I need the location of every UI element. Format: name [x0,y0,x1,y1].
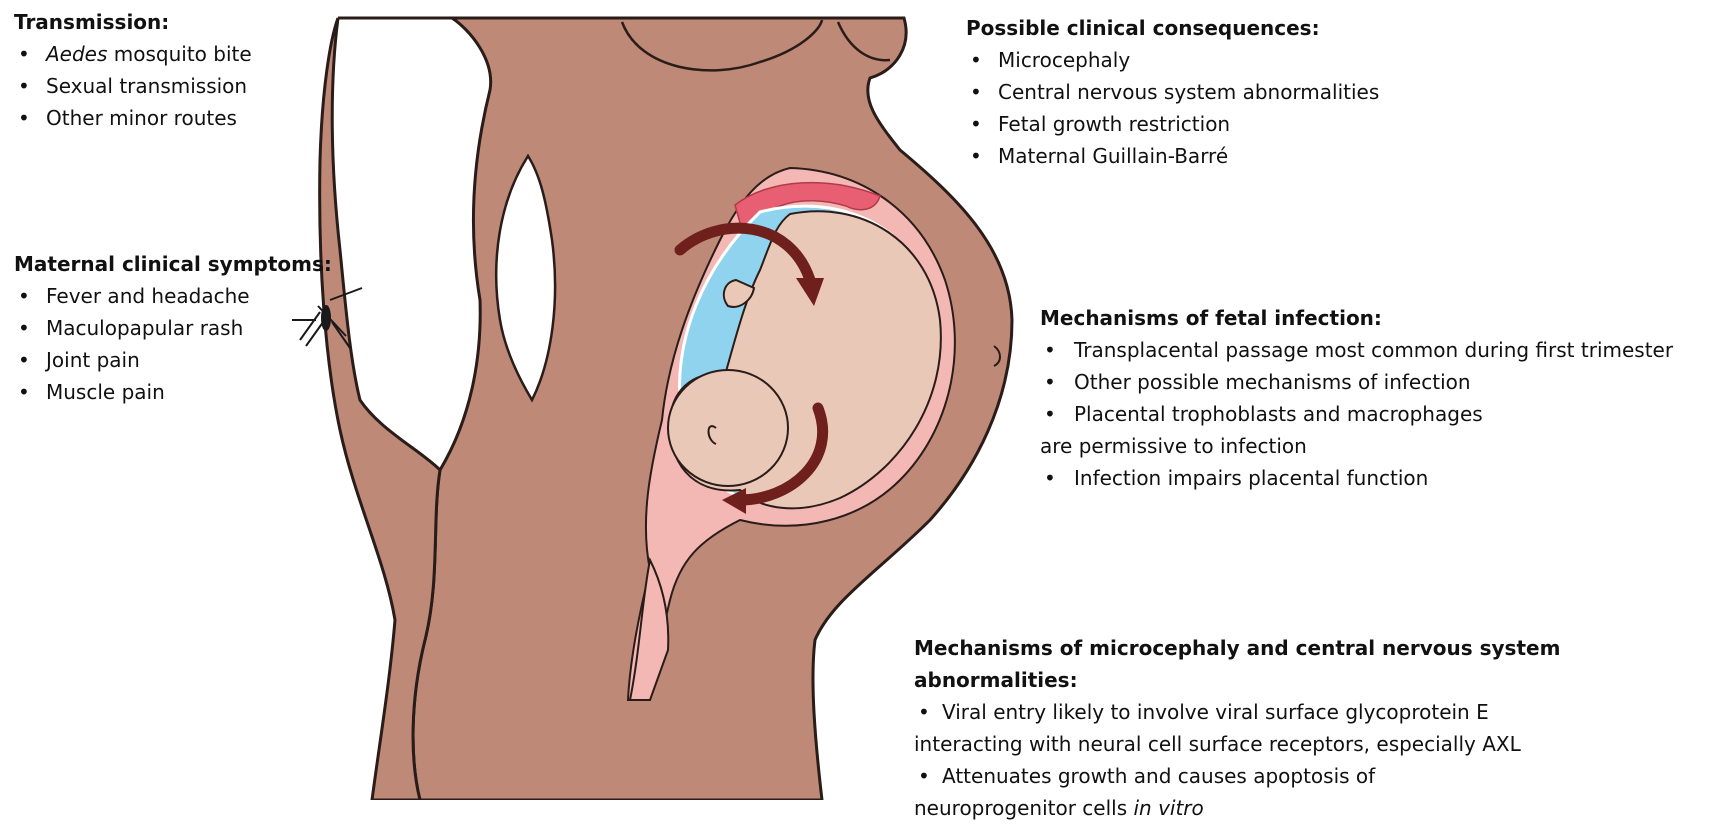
list-item: Transplacental passage most common durin… [1040,334,1673,366]
list-item-continuation: are permissive to infection [1040,434,1307,458]
rotation-arrow-top [674,222,816,286]
rotation-arrow-top-head [796,278,824,306]
clinical-consequences-list: Microcephaly Central nervous system abno… [966,44,1379,172]
list-item: Sexual transmission [14,70,252,102]
list-item: Other possible mechanisms of infection [1040,366,1673,398]
arm-gap [495,153,557,403]
maternal-symptoms-block: Maternal clinical symptoms: Fever and he… [14,248,332,408]
maternal-symptoms-title: Maternal clinical symptoms: [14,252,332,276]
microcephaly-list: Viral entry likely to involve viral surf… [914,696,1718,824]
clinical-consequences-title: Possible clinical consequences: [966,16,1320,40]
list-item: Other minor routes [14,102,252,134]
transmission-list: Aedes mosquito bite Sexual transmission … [14,38,252,134]
cervix [628,556,670,701]
transmission-block: Transmission: Aedes mosquito bite Sexual… [14,6,252,134]
navel [993,345,1001,367]
list-item: Placental trophoblasts and macrophages [1040,398,1673,430]
list-item-continuation: neuroprogenitor cells in vitro [914,796,1204,820]
list-item: Attenuates growth and causes apoptosis o… [914,760,1718,792]
fetus-ear [707,425,717,445]
list-item: Maculopapular rash [14,312,332,344]
list-item: Fever and headache [14,280,332,312]
transmission-title: Transmission: [14,10,170,34]
fetal-infection-list: Transplacental passage most common durin… [1040,334,1673,494]
list-item: Microcephaly [966,44,1379,76]
microcephaly-title: Mechanisms of microcephaly and central n… [914,636,1561,692]
list-item: Central nervous system abnormalities [966,76,1379,108]
list-item: Fetal growth restriction [966,108,1379,140]
list-item-continuation: interacting with neural cell surface rec… [914,732,1521,756]
pregnancy-illustration [292,16,1014,800]
rotation-arrow-bottom [734,402,829,506]
fetal-infection-title: Mechanisms of fetal infection: [1040,306,1382,330]
microcephaly-block: Mechanisms of microcephaly and central n… [914,632,1718,824]
list-item: Maternal Guillain-Barré [966,140,1379,172]
list-item: Muscle pain [14,376,332,408]
clinical-consequences-block: Possible clinical consequences: Microcep… [966,12,1379,172]
list-item: Viral entry likely to involve viral surf… [914,696,1718,728]
list-item: Infection impairs placental function [1040,462,1673,494]
fetus-foot [722,278,756,308]
fetal-infection-block: Mechanisms of fetal infection: Transplac… [1040,302,1673,494]
list-item: Joint pain [14,344,332,376]
maternal-symptoms-list: Fever and headache Maculopapular rash Jo… [14,280,332,408]
fetus-head [667,369,789,487]
breast-outline-2 [836,21,891,62]
breast-outline [620,19,824,72]
rotation-arrow-bottom-head [722,488,746,514]
list-item: Aedes mosquito bite [14,38,252,70]
